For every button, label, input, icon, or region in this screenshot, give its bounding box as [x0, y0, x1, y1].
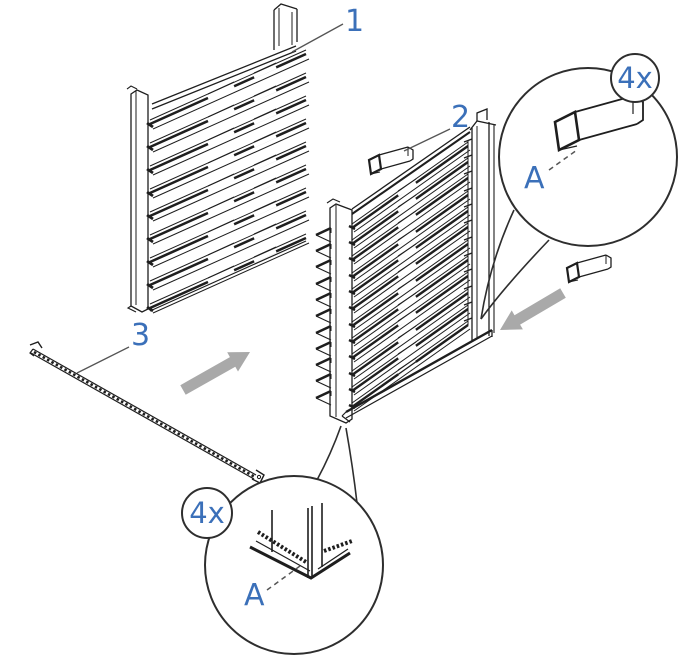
rack-panel-left	[126, 3, 311, 315]
support-rail-part3	[29, 341, 265, 484]
detail-a-bottom-leader	[266, 565, 301, 591]
callout-bottom-circle	[204, 475, 384, 655]
quantity-top-label: 4x	[617, 61, 653, 95]
mounting-clip-part2	[367, 145, 415, 176]
rack-panel-right	[314, 108, 497, 424]
callout-bottom-pointer-curves	[316, 425, 342, 481]
arrow-down-left-icon	[500, 288, 566, 330]
callout-detail-top: A 4x	[480, 53, 678, 320]
mounting-clip-spare	[565, 253, 613, 284]
detail-a-bottom-label: A	[244, 578, 265, 613]
slat-teeth-left-edge	[314, 226, 333, 407]
part-1-leader-line	[291, 23, 344, 53]
callout-top-pointer-curves	[480, 209, 515, 320]
slat-group-left	[145, 48, 311, 315]
part-2-label: 2	[451, 100, 470, 135]
quantity-bottom-label: 4x	[189, 496, 225, 530]
arrow-up-right-icon	[180, 352, 250, 395]
part-2-leader-line	[403, 128, 451, 152]
corner-joint-detail	[249, 503, 353, 580]
detail-a-top-label: A	[524, 161, 545, 196]
part-3-leader-line	[76, 346, 130, 374]
part-1-label: 1	[345, 4, 364, 39]
detail-a-top-leader	[548, 149, 578, 171]
callout-detail-bottom: A 4x	[181, 425, 384, 655]
part-3-label: 3	[131, 318, 150, 353]
slat-group-right	[347, 140, 472, 413]
quantity-badge-bottom: 4x	[181, 487, 233, 539]
quantity-badge-top: 4x	[610, 53, 660, 103]
